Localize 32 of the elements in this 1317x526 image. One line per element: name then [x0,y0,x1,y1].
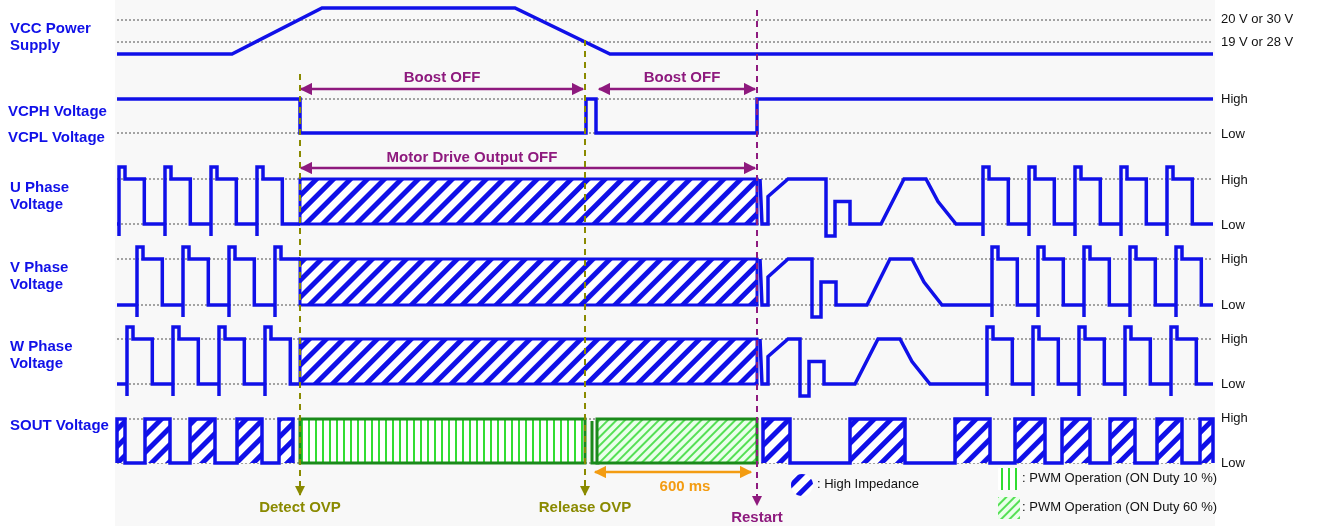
signal-name: U Phase Voltage [10,178,71,213]
level-label: Low [1221,127,1245,142]
level-label: High [1221,252,1248,267]
level-label: Low [1221,218,1245,233]
interval-label: Boost OFF [643,68,721,86]
level-label: High [1221,173,1248,188]
duration-label: 600 ms [659,477,711,495]
level-label: Low [1221,456,1245,471]
event-label: Release OVP [538,498,632,515]
legend-label: : High Impedance [817,477,919,492]
event-marker-arrow [295,73,305,496]
level-label: 20 V or 30 V [1221,12,1294,27]
signal-name: VCC Power Supply [10,19,92,54]
legend-label: : PWM Operation (ON Duty 10 %) [1022,471,1218,486]
signal-name: VCPL Voltage [8,128,105,146]
signal-name: W Phase Voltage [10,337,74,372]
interval-label: Motor Drive Output OFF [386,148,558,166]
legend-label: : PWM Operation (ON Duty 60 %) [1022,500,1218,515]
level-label: Low [1221,298,1245,313]
level-label: Low [1221,377,1245,392]
interval-label: Boost OFF [403,68,481,86]
signal-name: SOUT Voltage [10,416,110,434]
level-label: High [1221,92,1248,107]
event-label: Detect OVP [259,498,341,515]
level-label: High [1221,411,1248,426]
event-marker-arrow [752,9,762,506]
event-marker-arrow [580,39,590,496]
level-label: 19 V or 28 V [1221,35,1294,50]
signal-name: VCPH Voltage [8,102,107,120]
event-label: Restart [731,508,783,525]
level-label: High [1221,332,1248,347]
signal-name: V Phase Voltage [10,258,70,293]
